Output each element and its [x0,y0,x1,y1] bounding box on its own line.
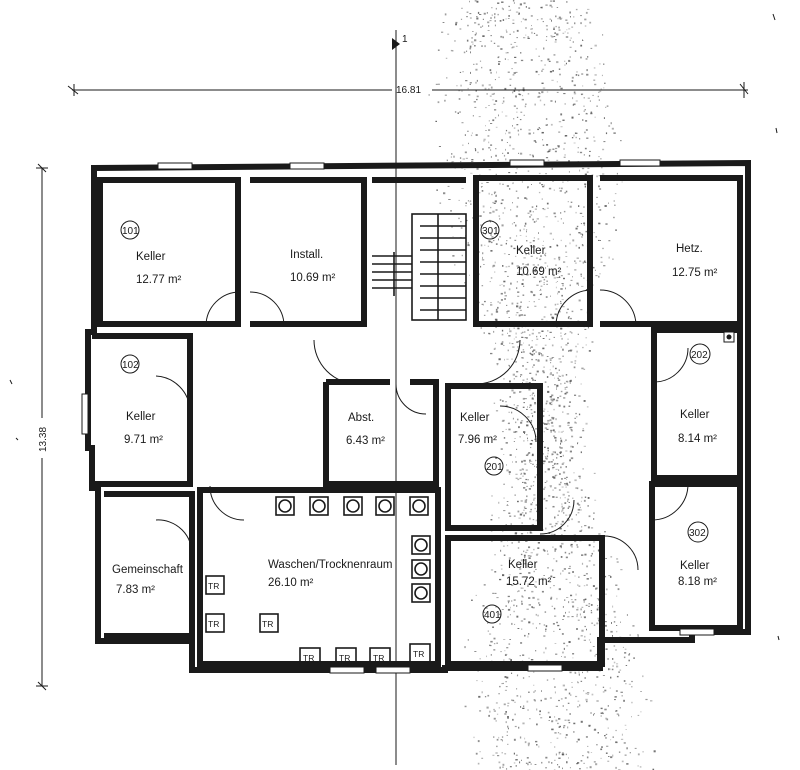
washing-machine-icon [411,559,431,579]
width-dimension: 16.81 [67,82,749,98]
section-mark-label: 1 [402,34,408,45]
washing-machine-icon [275,496,295,516]
room-name: Install. [290,249,323,261]
room-area: 10.69 m² [516,266,562,278]
washing-machine-icon [409,496,429,516]
hatch-texture [428,0,656,770]
room-name: Keller [680,409,710,421]
washing-machine-icon [343,496,363,516]
room-labels: 101 Keller 12.77 m² Install. 10.69 m² 30… [112,220,718,624]
room-name: Waschen/Trocknenraum [268,559,392,571]
washing-machine-icon [375,496,395,516]
washing-machine-icon [411,535,431,555]
room-number: 301 [482,226,499,237]
room-area: 15.72 m² [506,576,552,588]
room-name: Abst. [348,412,374,424]
room-name: Keller [136,251,166,263]
door-swings [155,289,689,571]
dryers: TR TR TR TR TR TR TR [205,575,431,667]
room-name: Keller [516,245,546,257]
room-area: 7.83 m² [116,584,155,596]
section-line: 1 [392,30,408,765]
room-area: 9.71 m² [124,434,163,446]
height-dimension: 13.38 [34,163,50,691]
room-number: 401 [484,610,501,621]
dryer-label: TR [413,649,424,659]
room-area: 10.69 m² [290,272,336,284]
room-name: Keller [680,560,710,572]
interior-walls [92,175,743,667]
room-name: Keller [508,559,538,571]
washing-machine-icon [411,583,431,603]
width-dimension-label: 16.81 [396,85,421,96]
room-area: 8.14 m² [678,433,717,445]
room-number: 102 [122,360,139,371]
room-area: 26.10 m² [268,577,314,589]
dryer-label: TR [208,581,219,591]
room-name: Keller [460,412,490,424]
windows [81,159,735,674]
room-name: Keller [126,411,156,423]
room-name: Hetz. [676,243,703,255]
room-area: 6.43 m² [346,435,385,447]
staircase [372,213,467,321]
room-number: 202 [691,350,708,361]
room-area: 7.96 m² [458,434,497,446]
room-area: 12.77 m² [136,274,182,286]
room-area: 8.18 m² [678,576,717,588]
room-number: 101 [122,226,139,237]
dryer-label: TR [339,653,350,663]
room-number: 201 [486,462,503,473]
dryer-label: TR [303,653,314,663]
room-number: 302 [689,528,706,539]
dryer-label: TR [373,653,384,663]
dryer-label: TR [262,619,273,629]
height-dimension-label: 13.38 [38,427,49,452]
edge-marks [9,13,780,641]
washing-machine-icon [309,496,329,516]
washing-machines [275,496,431,603]
room-area: 12.75 m² [672,267,718,279]
room-name: Gemeinschaft [112,564,184,576]
dryer-label: TR [208,619,219,629]
